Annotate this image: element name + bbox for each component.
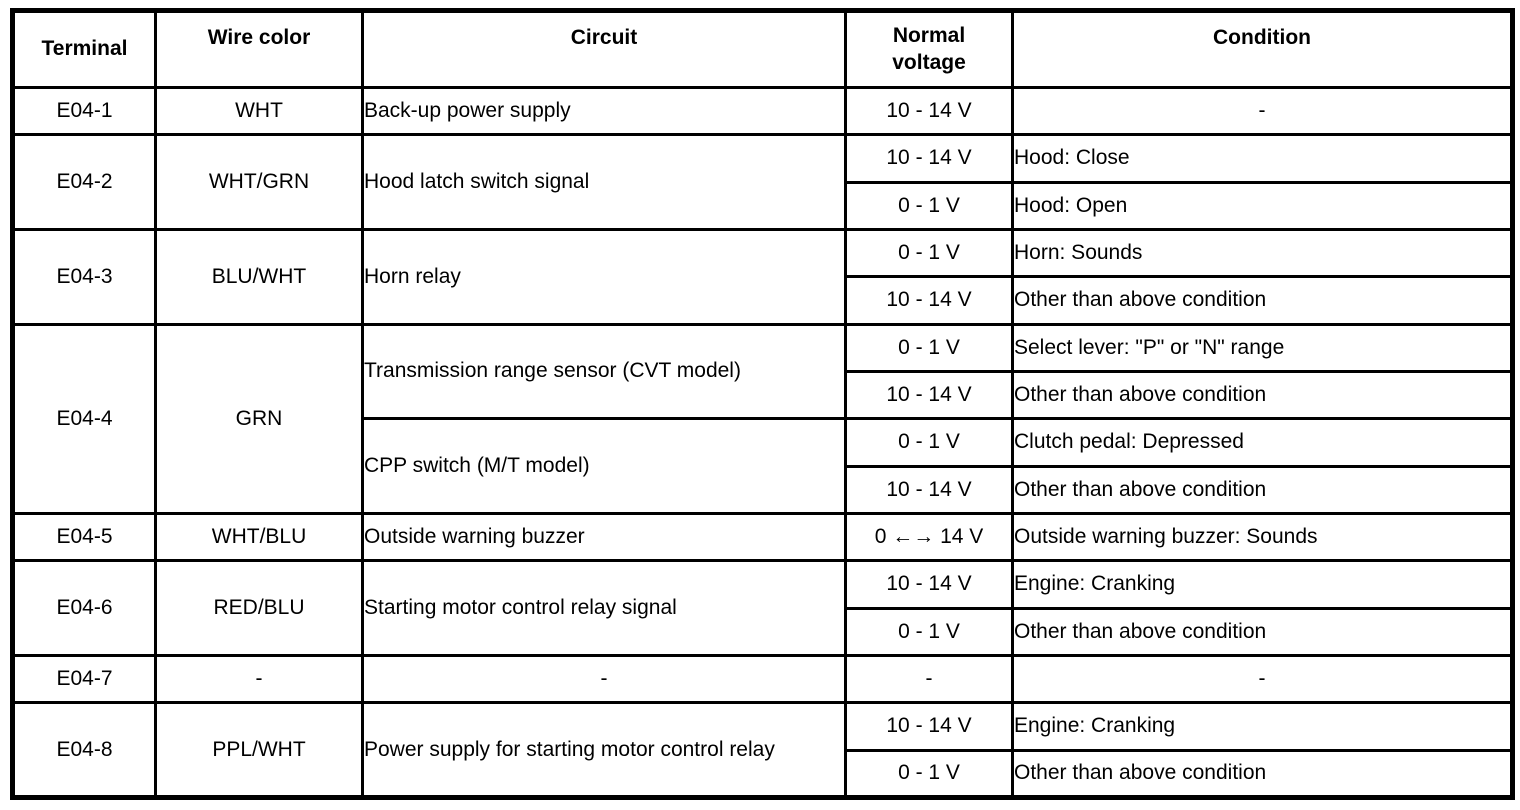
table-row: 10 - 14 V Other than above condition	[13, 464, 1514, 515]
terminal-cell: E04-3	[11, 227, 157, 326]
header-terminal: Terminal	[11, 9, 157, 89]
table-row: 10 - 14 V Other than above condition	[13, 275, 1514, 326]
condition-cell: Engine: Cranking	[1011, 559, 1514, 610]
circuit-cell: Starting motor control relay signal	[361, 559, 847, 657]
condition-cell: Horn: Sounds	[1011, 227, 1514, 279]
wire-color-cell: BLU/WHT	[154, 227, 364, 326]
terminal-cell: E04-4	[11, 322, 157, 515]
condition-cell: Other than above condition	[1011, 606, 1514, 657]
wire-color-cell: GRN	[154, 322, 364, 515]
circuit-cell: Outside warning buzzer	[361, 511, 847, 563]
table-row: 0 - 1 V Other than above condition	[13, 748, 1514, 800]
header-wire-color-label: Wire color	[207, 26, 311, 50]
condition-cell: Other than above condition	[1011, 748, 1514, 800]
table-row: E04-8 PPL/WHT Power supply for starting …	[11, 701, 1514, 799]
condition-cell: Other than above condition	[1011, 275, 1514, 326]
wire-color-cell: RED/BLU	[154, 559, 364, 657]
wire-color-cell: PPL/WHT	[154, 701, 364, 799]
table-row: E04-7 - - - -	[11, 653, 1514, 705]
circuit-cell: -	[361, 653, 847, 705]
voltage-cell: 0 - 1 V	[844, 606, 1014, 657]
header-circuit-label: Circuit	[570, 26, 638, 50]
table-row: 0 - 1 V Hood: Open	[13, 180, 1514, 231]
header-condition-label: Condition	[1213, 26, 1311, 50]
table-row: E04-3 BLU/WHT Horn relay 0 - 1 V Horn: S…	[11, 227, 1514, 326]
header-normal-voltage: Normal voltage	[844, 9, 1014, 89]
voltage-cell: 10 - 14 V	[844, 559, 1014, 610]
table-row: E04-1 WHT Back-up power supply 10 - 14 V…	[11, 85, 1514, 137]
circuit-cell: Transmission range sensor (CVT model)	[361, 322, 847, 421]
voltage-cell: 10 - 14 V	[844, 369, 1014, 421]
header-row: Terminal Wire color Circuit Normal volta…	[11, 9, 1514, 89]
wire-color-cell: WHT/BLU	[154, 511, 364, 563]
header-circuit: Circuit	[361, 9, 847, 89]
condition-cell: Other than above condition	[1011, 369, 1514, 421]
voltage-cell: 0 - 1 V	[844, 180, 1014, 231]
voltage-cell: 0 - 1 V	[844, 227, 1014, 279]
condition-cell: Engine: Cranking	[1011, 701, 1514, 752]
condition-cell: Select lever: "P" or "N" range	[1011, 322, 1514, 373]
table-row: E04-4 GRN Transmission range sensor (CVT…	[11, 322, 1514, 515]
condition-cell: Other than above condition	[1011, 464, 1514, 515]
condition-cell: Hood: Close	[1011, 133, 1514, 184]
condition-cell: Clutch pedal: Depressed	[1011, 417, 1514, 468]
condition-cell: Outside warning buzzer: Sounds	[1011, 511, 1514, 563]
condition-cell: -	[1011, 653, 1514, 705]
voltage-cell: 0 - 1 V	[844, 417, 1014, 468]
table-row: E04-2 WHT/GRN Hood latch switch signal 1…	[11, 133, 1514, 231]
table-row: E04-5 WHT/BLU Outside warning buzzer 0 ←…	[11, 511, 1514, 563]
terminal-cell: E04-6	[11, 559, 157, 657]
table-row: 0 - 1 V Other than above condition	[13, 606, 1514, 657]
table-row: E04-6 RED/BLU Starting motor control rel…	[11, 559, 1514, 657]
condition-cell: Hood: Open	[1011, 180, 1514, 231]
circuit-cell: CPP switch (M/T model)	[361, 417, 847, 515]
voltage-cell: -	[844, 653, 1014, 705]
terminal-cell: E04-2	[11, 133, 157, 231]
terminal-cell: E04-8	[11, 701, 157, 799]
circuit-cell: Power supply for starting motor control …	[361, 701, 847, 799]
wire-color-cell: -	[154, 653, 364, 705]
circuit-cell: Back-up power supply	[361, 85, 847, 137]
voltage-cell: 0 - 1 V	[844, 322, 1014, 373]
terminal-cell: E04-1	[11, 85, 157, 137]
wire-color-cell: WHT/GRN	[154, 133, 364, 231]
voltage-cell: 10 - 14 V	[844, 701, 1014, 752]
condition-cell: -	[1011, 85, 1514, 137]
header-condition: Condition	[1011, 9, 1514, 89]
voltage-cell: 0 ←→ 14 V	[844, 511, 1014, 563]
terminal-cell: E04-5	[11, 511, 157, 563]
voltage-cell: 10 - 14 V	[844, 275, 1014, 326]
terminal-voltage-table: Terminal Wire color Circuit Normal volta…	[10, 8, 1515, 800]
voltage-cell: 10 - 14 V	[844, 85, 1014, 137]
table-row: CPP switch (M/T model) 0 - 1 V Clutch pe…	[13, 417, 1514, 515]
voltage-cell: 10 - 14 V	[844, 464, 1014, 515]
circuit-cell: Hood latch switch signal	[361, 133, 847, 231]
header-wire-color: Wire color	[154, 9, 364, 89]
terminal-cell: E04-7	[11, 653, 157, 705]
circuit-cell: Horn relay	[361, 227, 847, 326]
wire-color-cell: WHT	[154, 85, 364, 137]
table-row: 10 - 14 V Other than above condition	[13, 369, 1514, 421]
voltage-cell: 0 - 1 V	[844, 748, 1014, 800]
circuit-label: Power supply for starting motor control …	[364, 737, 775, 761]
voltage-cell: 10 - 14 V	[844, 133, 1014, 184]
